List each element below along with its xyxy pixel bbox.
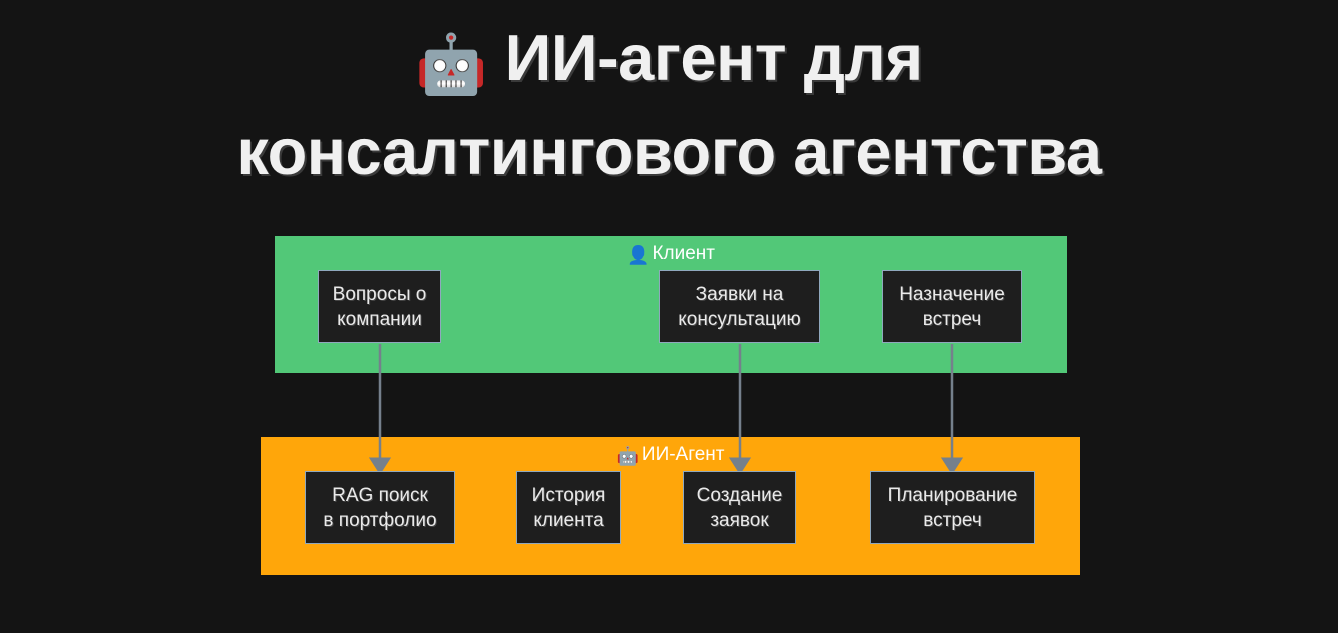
panel-agent-label-text: ИИ-Агент xyxy=(641,444,725,465)
page-title: 🤖 ИИ-агент для консалтингового агентства xyxy=(0,12,1338,199)
panel-client-label-text: Клиент xyxy=(652,243,715,264)
robot-icon: 🤖 xyxy=(415,32,488,97)
node-questions[interactable]: Вопросы о компании xyxy=(318,270,441,343)
node-meeting-planning[interactable]: Планирование встреч xyxy=(870,471,1035,544)
panel-client-label: 👤Клиент xyxy=(275,241,1067,268)
node-create-requests[interactable]: Создание заявок xyxy=(683,471,796,544)
person-icon: 👤 xyxy=(627,245,650,265)
node-requests[interactable]: Заявки на консультацию xyxy=(659,270,820,343)
node-client-history[interactable]: История клиента xyxy=(516,471,621,544)
node-rag-search[interactable]: RAG поиск в портфолио xyxy=(305,471,455,544)
node-meetings[interactable]: Назначение встреч xyxy=(882,270,1022,343)
page-title-text: ИИ-агент для консалтингового агентства xyxy=(236,21,1102,189)
robot-icon: 🤖 xyxy=(616,446,639,466)
panel-agent-label: 🤖ИИ-Агент xyxy=(261,442,1080,469)
